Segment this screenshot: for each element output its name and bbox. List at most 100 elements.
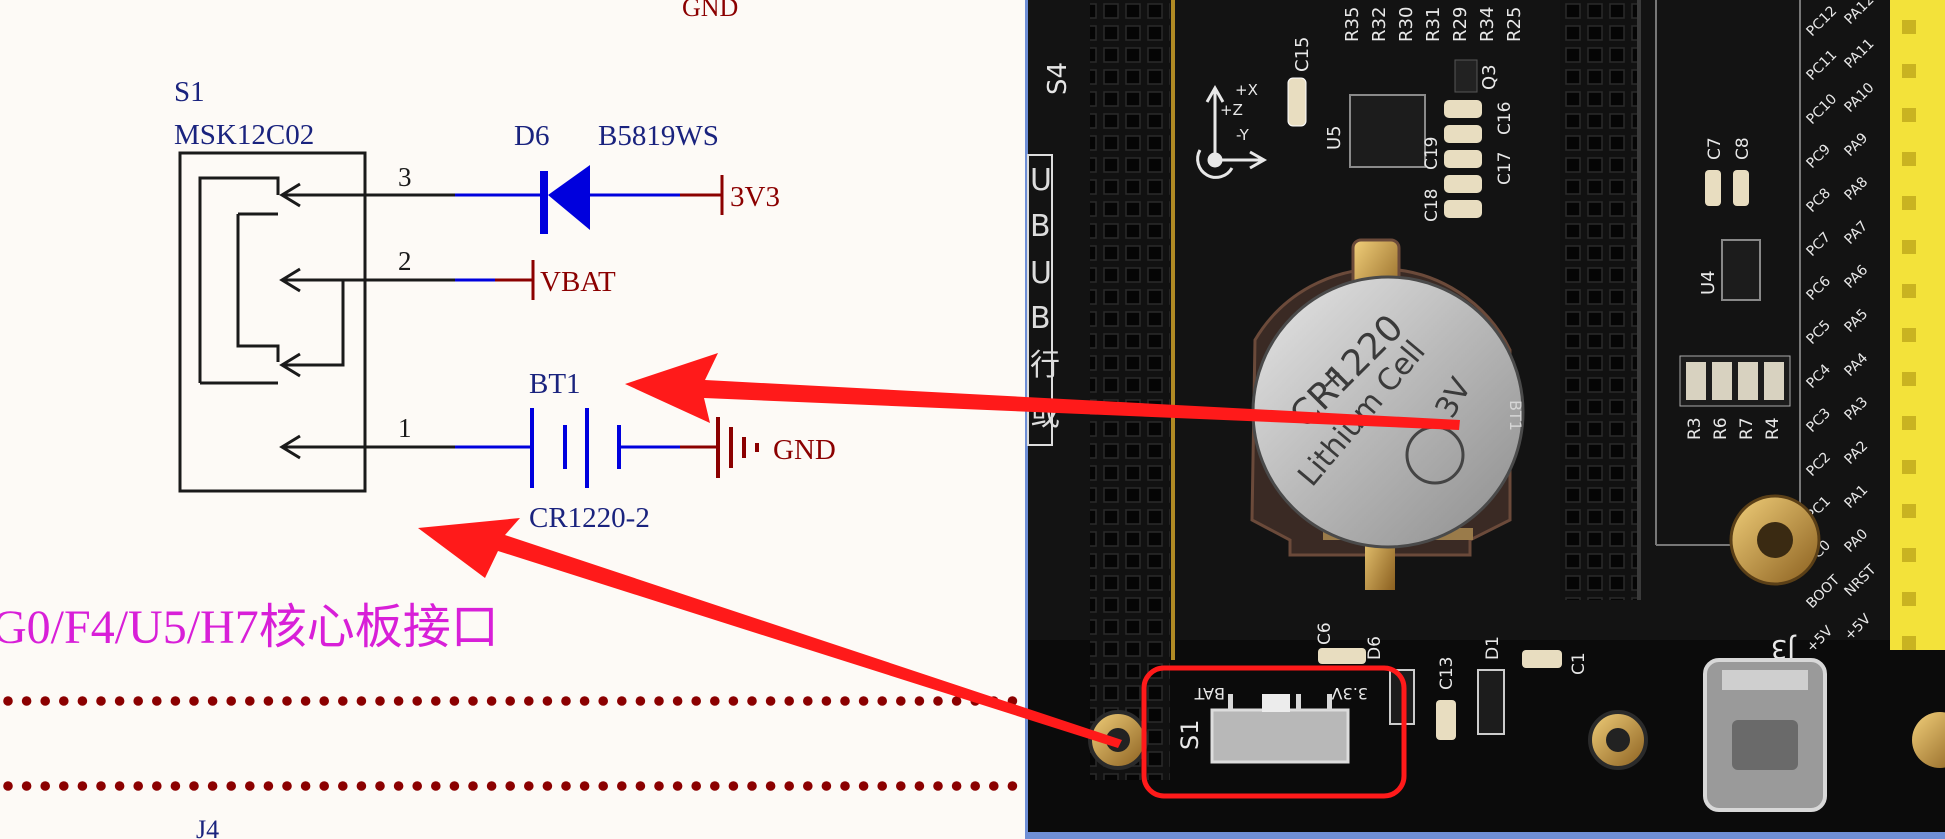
arrow-to-battery [625, 353, 1460, 430]
header-pin-dot [3, 696, 13, 706]
header-pin [1902, 328, 1916, 342]
u5-label: U5 [1324, 125, 1345, 150]
header-pin-dot [338, 696, 348, 706]
switch-s1-label: S1 [1176, 719, 1204, 750]
c18-label: C18 [1422, 188, 1442, 222]
axis-orientation-icon [1196, 84, 1268, 179]
header-pin [1902, 460, 1916, 474]
header-pin-dot [1007, 781, 1018, 791]
switch-ref: S1 [174, 76, 205, 108]
battery-ref: BT1 [529, 368, 581, 400]
header-pin-dot [356, 696, 367, 706]
header-pin-dot [393, 696, 404, 706]
header-pin-dot [431, 781, 441, 791]
header-pin-dot [505, 781, 515, 791]
pin-3-label: 3 [398, 162, 412, 192]
header-pin-dot [300, 696, 311, 706]
header-pin-dot [96, 696, 106, 706]
header-pin-dot [486, 696, 497, 706]
d1-label: D1 [1483, 636, 1503, 660]
resistor-label: R35 [1342, 7, 1363, 42]
header-pin-dot [263, 781, 274, 791]
header-pin-dot [133, 696, 143, 706]
q3-label: Q3 [1479, 64, 1500, 90]
c13-label: C13 [1437, 656, 1457, 690]
header-pin-dot [951, 696, 962, 706]
switch-wiper [283, 278, 345, 367]
header-pin-dot [319, 781, 330, 791]
header-pin [1902, 548, 1916, 562]
header-pin-dot [542, 696, 553, 706]
resistor-label: R7 [1737, 417, 1757, 440]
header-pin-dot [765, 781, 776, 791]
header-pin-dot [765, 696, 776, 706]
switch-bat-label: BAT [1194, 684, 1225, 703]
svg-text:U: U [1030, 256, 1052, 291]
header-pin-dot [207, 696, 218, 706]
header-pin-dot [970, 781, 980, 791]
c7-label: C7 [1705, 137, 1725, 160]
header-pin-dot [691, 781, 701, 791]
header-pin-dot [617, 781, 627, 791]
slide-switch [1210, 708, 1350, 764]
svg-text:行: 行 [1030, 348, 1060, 383]
header-pin-dot [579, 781, 590, 791]
header-pin-dot [114, 781, 125, 791]
switch-contact-outer [198, 176, 280, 383]
pin-2-label: 2 [398, 246, 412, 276]
header-pin-dot [821, 781, 832, 791]
header-pin-dot [877, 696, 887, 706]
svg-text:B: B [1030, 301, 1051, 336]
pin-1-label: 1 [398, 413, 412, 443]
header-pin-dot [710, 781, 720, 791]
header-pin-dot [3, 781, 13, 791]
c1-label: C1 [1569, 652, 1589, 675]
header-pin-dot [654, 781, 664, 791]
header-pin-dot [505, 696, 515, 706]
header-pin-dot [598, 781, 608, 791]
header-pin-dot [617, 696, 627, 706]
header-pin-dot [635, 781, 646, 791]
header-pin-dot [170, 781, 181, 791]
resistor-label: R30 [1396, 7, 1417, 42]
annotation-arrows [418, 353, 1460, 748]
bt1-label: BT1 [1506, 400, 1525, 431]
header-pin-dot [728, 781, 739, 791]
header-pin-dot [375, 696, 385, 706]
axis-x-label: +X [1235, 81, 1258, 99]
header-pin-dot [245, 781, 255, 791]
resistor-label: R31 [1423, 7, 1444, 42]
resistor-label: R6 [1711, 417, 1731, 440]
header-pin-dot [933, 696, 943, 706]
svg-text:B: B [1030, 209, 1051, 244]
header-pin-dot [635, 696, 646, 706]
header-pin-dot [524, 781, 534, 791]
header-pin-dot [21, 696, 32, 706]
switch-part: MSK12C02 [174, 119, 314, 151]
c16-label: C16 [1495, 101, 1515, 135]
schematic: GND S1 MSK12C02 3 2 1 D6 B5819WS 3V3 [0, 0, 1018, 839]
header-pin-dot [412, 781, 423, 791]
header-pin-dot [542, 781, 553, 791]
bottom-ref: J4 [196, 815, 219, 839]
header-pin-dot [207, 781, 218, 791]
header-strip-left [1090, 0, 1170, 780]
header-pin [1902, 284, 1916, 298]
header-pin [1902, 504, 1916, 518]
header-pin-dot [412, 696, 423, 706]
header-pin-dot [933, 781, 943, 791]
header-pin-dot [989, 781, 999, 791]
header-pin-dot [40, 781, 50, 791]
header-pin-dot [524, 696, 534, 706]
resistor-label: R3 [1685, 417, 1705, 440]
header-pin-dot [152, 696, 162, 706]
c17-label: C17 [1495, 151, 1515, 185]
header-pin-dot [710, 696, 720, 706]
header-pin-dot [877, 781, 887, 791]
header-pin-dot [282, 781, 292, 791]
switch-3v3-label: 3.3V [1332, 684, 1368, 703]
c15-cap [1287, 77, 1307, 127]
header-pin-dot [282, 696, 292, 706]
header-pin [1902, 592, 1916, 606]
